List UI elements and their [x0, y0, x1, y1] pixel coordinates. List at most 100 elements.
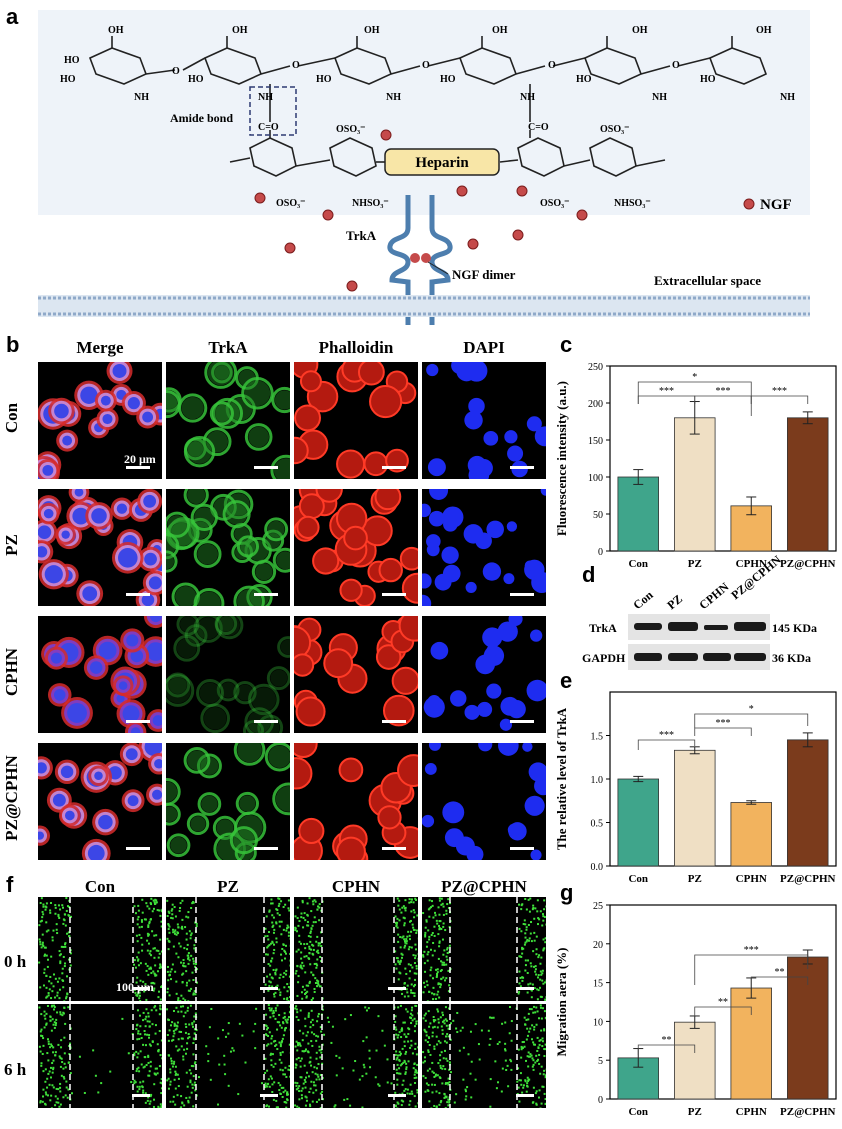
significance-bracket	[694, 1006, 752, 1017]
significance-bracket	[694, 395, 752, 404]
wound-row-6h: 6 h	[4, 1060, 27, 1079]
significance-bracket	[637, 739, 696, 750]
chemical-group-labels: OH HO HO NH O OH HO NH C=O O OH HO NH O …	[60, 25, 795, 209]
y-tick-label: 0	[598, 547, 603, 558]
micrograph-pz-dapi	[422, 489, 546, 606]
svg-text:NH: NH	[780, 92, 795, 103]
wound-column-con: Con	[84, 877, 116, 896]
wound-image-con-0h	[38, 897, 162, 1001]
scale-bar	[254, 466, 278, 469]
wb-kda-gapdh: 36 KDa	[772, 651, 811, 665]
heparin-label: Heparin	[415, 155, 469, 171]
wound-column-cphn: CPHN	[331, 877, 381, 896]
y-axis-label: Migration aera (%)	[554, 947, 569, 1056]
panel-label-d: d	[582, 562, 596, 587]
svg-text:HO: HO	[188, 74, 204, 85]
trka-band-pz-cphn	[734, 622, 766, 631]
svg-text:HO: HO	[64, 55, 80, 66]
panel-label-f: f	[6, 872, 14, 897]
ngf-dimer-right	[421, 253, 431, 263]
y-tick-label: 20	[593, 940, 603, 951]
significance-label: ***	[744, 945, 759, 956]
scale-bar	[510, 466, 534, 469]
y-axis-label: Fluorescence intensity (a.u.)	[554, 381, 569, 536]
gapdh-band-con	[634, 653, 662, 661]
scale-bar	[254, 720, 278, 723]
svg-text:NH: NH	[258, 92, 273, 103]
svg-text:OH: OH	[756, 25, 772, 36]
significance-label: **	[718, 997, 728, 1008]
wound-image-cphn-6h	[294, 1004, 418, 1108]
wound-image-pz-0h	[166, 897, 290, 1001]
svg-text:C=O: C=O	[528, 122, 549, 133]
scale-bar	[382, 720, 406, 723]
svg-text:HO: HO	[440, 74, 456, 85]
scale-bar	[382, 593, 406, 596]
scale-bar-label-20um: 20 μm	[124, 452, 156, 466]
column-header-dapi: DAPI	[463, 338, 505, 357]
western-blot-image	[628, 614, 770, 670]
y-tick-label: 25	[593, 901, 603, 912]
ngf-dimer-label: NGF dimer	[452, 267, 516, 282]
svg-text:OSO₃⁻: OSO₃⁻	[540, 198, 569, 209]
svg-text:OSO₃⁻: OSO₃⁻	[336, 124, 365, 135]
micrograph-pz-phalloidin	[294, 489, 418, 606]
scale-bar	[126, 466, 150, 469]
significance-bracket	[750, 976, 809, 987]
bar-PZ	[674, 1021, 716, 1100]
svg-text:OH: OH	[632, 25, 648, 36]
wound-row-0h: 0 h	[4, 952, 27, 971]
wound-column-pz: PZ	[217, 877, 239, 896]
trka-band-pz	[668, 622, 698, 631]
row-header-cphn: CPHN	[2, 647, 21, 697]
trka-band-con	[634, 623, 662, 630]
y-tick-label: 0.0	[591, 862, 604, 873]
svg-text:NHSO₃⁻: NHSO₃⁻	[614, 198, 651, 209]
y-tick-label: 250	[588, 362, 603, 373]
y-tick-label: 15	[593, 979, 603, 990]
x-tick-label: PZ@CPHN	[780, 558, 836, 570]
svg-text:HO: HO	[60, 74, 76, 85]
wound-image-pz-cphn-0h	[422, 897, 546, 1001]
panel-label-c: c	[560, 332, 573, 357]
bar-PZ@CPHN	[787, 417, 829, 552]
ngf-legend-label: NGF	[760, 197, 792, 213]
svg-text:NH: NH	[386, 92, 401, 103]
svg-text:HO: HO	[316, 74, 332, 85]
x-tick-label: PZ	[688, 873, 702, 885]
significance-label: **	[662, 1035, 672, 1046]
x-tick-label: Con	[628, 558, 648, 570]
svg-text:C=O: C=O	[258, 122, 279, 133]
significance-label: **	[775, 967, 785, 978]
cell-membrane	[38, 295, 810, 317]
x-tick-label: Con	[628, 1106, 648, 1118]
wb-row-trka: TrkA	[589, 621, 617, 635]
column-header-trka: TrkA	[208, 338, 248, 357]
svg-text:O: O	[172, 66, 180, 77]
bar-PZ	[674, 417, 716, 552]
x-tick-label: PZ	[688, 558, 702, 570]
micrograph-pz-cphn-trka	[166, 743, 290, 860]
significance-bracket	[694, 727, 752, 736]
x-tick-label: CPHN	[736, 1106, 767, 1118]
plot-frame	[609, 904, 837, 1100]
svg-text:NH: NH	[652, 92, 667, 103]
wb-lane-label: PZ	[664, 591, 686, 613]
wound-image-con-6h	[38, 1004, 162, 1108]
row-header-con: Con	[2, 402, 21, 434]
wound-column-pz-cphn: PZ@CPHN	[441, 877, 527, 896]
significance-label: ***	[716, 718, 731, 729]
micrograph-cphn-merge	[38, 616, 162, 733]
significance-label: ***	[659, 386, 674, 397]
panel-label-e: e	[560, 668, 573, 693]
y-tick-label: 1.0	[591, 775, 604, 786]
significance-bracket	[750, 395, 809, 404]
column-header-phalloidin: Phalloidin	[318, 338, 394, 357]
trka-receptor	[387, 195, 453, 325]
y-tick-label: 50	[593, 510, 603, 521]
svg-text:OSO₃⁻: OSO₃⁻	[276, 198, 305, 209]
scale-bar	[254, 593, 278, 596]
